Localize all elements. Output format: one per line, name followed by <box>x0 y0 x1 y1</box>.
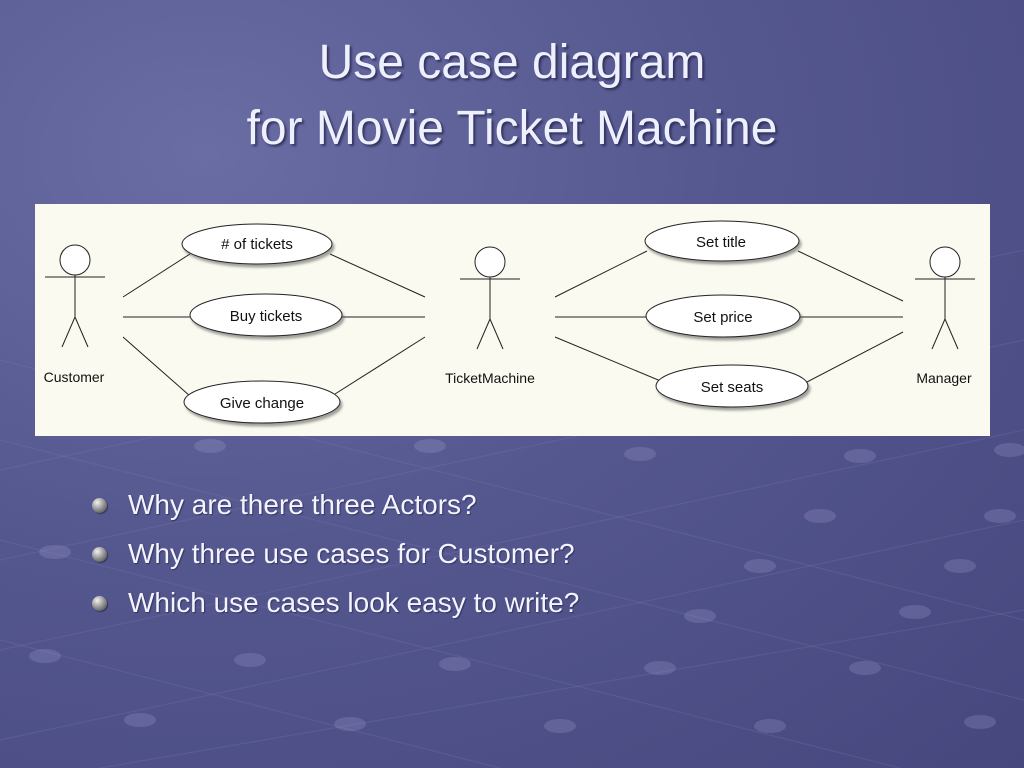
bullet-text: Why are there three Actors? <box>128 489 477 520</box>
bullet-item: Which use cases look easy to write? <box>90 580 579 629</box>
assoc-num-tickets-machine <box>329 253 426 298</box>
bullet-list: Why are there three Actors? Why three us… <box>90 482 579 629</box>
use-case-num-tickets: # of tickets <box>181 223 333 265</box>
assoc-customer-give-change <box>122 336 191 397</box>
sphere-bullet-icon <box>92 498 107 513</box>
use-case-set-title: Set title <box>644 220 800 262</box>
stick-figure-actor-icon <box>460 246 520 350</box>
use-case-label-set-seats: Set seats <box>701 379 764 396</box>
diagram-canvas: Customer TicketMachine Manager <box>44 220 975 424</box>
title-line-2: for Movie Ticket Machine <box>246 102 778 155</box>
actor-customer: Customer <box>44 244 105 385</box>
use-case-diagram: Customer TicketMachine Manager <box>35 204 990 436</box>
assoc-machine-set-seats <box>554 336 664 383</box>
assoc-give-change-machine <box>334 336 426 395</box>
assoc-customer-num-tickets <box>122 253 191 298</box>
use-case-set-seats: Set seats <box>655 364 809 408</box>
assoc-set-seats-manager <box>806 331 904 383</box>
assoc-machine-set-title <box>554 250 648 298</box>
actor-ticket-machine: TicketMachine <box>445 246 535 386</box>
use-case-set-price: Set price <box>645 294 801 338</box>
sphere-bullet-icon <box>92 547 107 562</box>
assoc-set-title-manager <box>797 250 904 302</box>
actor-label-manager: Manager <box>916 370 972 386</box>
use-case-label-set-title: Set title <box>696 234 746 251</box>
title-line-1: Use case diagram <box>318 36 706 89</box>
bullet-text: Which use cases look easy to write? <box>128 587 580 618</box>
bullet-item: Why are there three Actors? <box>90 482 579 531</box>
association-lines <box>122 250 904 397</box>
use-case-label-buy-tickets: Buy tickets <box>230 308 303 325</box>
stick-figure-actor-icon <box>915 246 975 350</box>
actor-label-customer: Customer <box>44 369 105 385</box>
use-case-buy-tickets: Buy tickets <box>189 293 343 337</box>
use-case-give-change: Give change <box>183 380 341 424</box>
sphere-bullet-icon <box>92 596 107 611</box>
bullet-text: Why three use cases for Customer? <box>128 538 575 569</box>
use-case-label-num-tickets: # of tickets <box>221 236 293 253</box>
actor-label-ticket-machine: TicketMachine <box>445 370 535 386</box>
use-case-label-give-change: Give change <box>220 395 304 412</box>
stick-figure-actor-icon <box>45 244 105 348</box>
use-case-label-set-price: Set price <box>693 309 752 326</box>
bullet-item: Why three use cases for Customer? <box>90 531 579 580</box>
actor-manager: Manager <box>915 246 975 386</box>
slide-title: Use case diagram for Movie Ticket Machin… <box>0 30 1024 162</box>
